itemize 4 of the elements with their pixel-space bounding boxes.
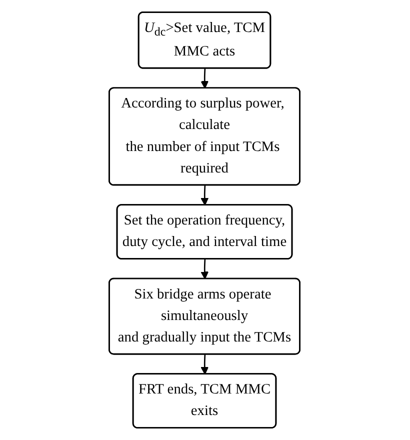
arrow <box>201 259 210 280</box>
arrow <box>201 68 210 89</box>
arrow <box>201 185 210 206</box>
arrow <box>201 354 210 375</box>
